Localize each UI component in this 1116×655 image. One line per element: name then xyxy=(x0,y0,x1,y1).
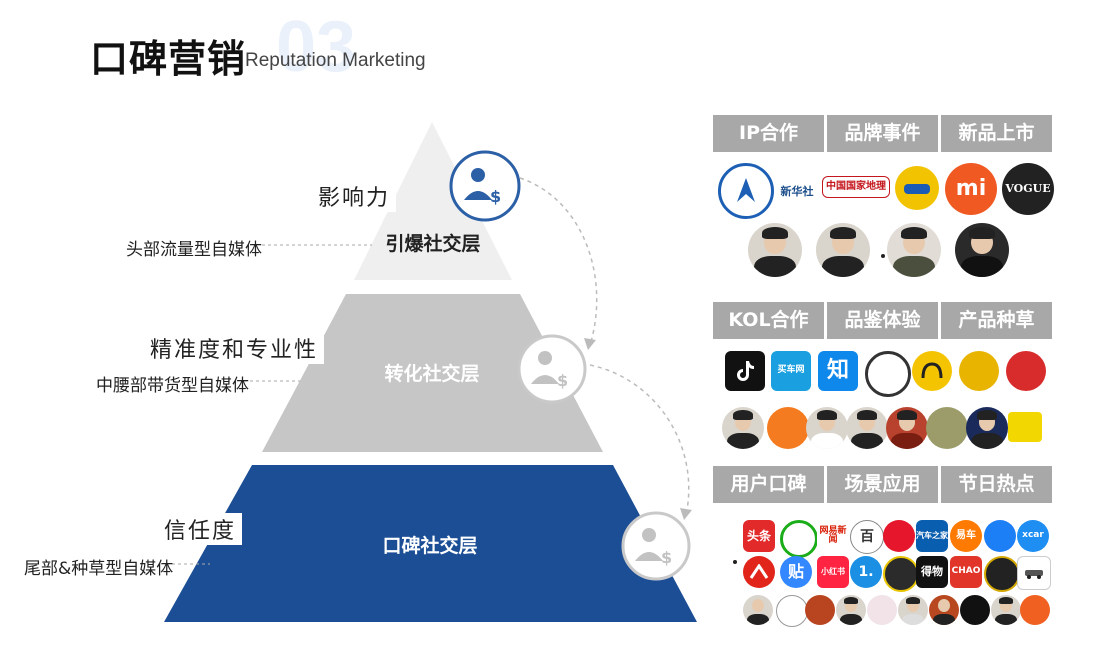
kol-avatar-5 xyxy=(722,407,764,449)
kol-avatar-4 xyxy=(955,223,1009,277)
weibo-logo xyxy=(883,520,915,552)
kol-avatar-6 xyxy=(767,407,809,449)
kol-avatar-8 xyxy=(846,407,888,449)
layer-name-middle: 转化社交层 xyxy=(384,362,479,385)
toutiao-logo: 头条 xyxy=(743,520,775,552)
yiche-logo: 易车 xyxy=(950,520,982,552)
red-arrow-logo xyxy=(743,556,775,588)
layer-name-bottom: 口碑社交层 xyxy=(382,534,477,557)
kol-avatar-11 xyxy=(966,407,1008,449)
autohome-logo: 汽车之家 xyxy=(916,520,948,552)
attribute-label-top: 影响力 xyxy=(312,180,397,212)
one-logo: 1. xyxy=(850,556,882,588)
header-brand-event: 品牌事件 xyxy=(827,115,938,152)
blue-round-logo xyxy=(984,520,1016,552)
gold-round-logo xyxy=(984,556,1020,592)
tencent-news-logo xyxy=(780,520,818,558)
dongchedi-logo xyxy=(912,351,952,391)
user-avatar-3 xyxy=(805,595,835,625)
user-avatar-5 xyxy=(867,595,897,625)
pyramid-layer-middle xyxy=(262,294,603,452)
kol-avatar-10 xyxy=(926,407,968,449)
chao-logo: CHAO xyxy=(950,556,982,588)
netease-news-logo: 网易新闻 xyxy=(817,520,849,552)
header-kol-cooperation: KOL合作 xyxy=(713,302,824,339)
header-product-seeding: 产品种草 xyxy=(941,302,1052,339)
attribute-label-bottom: 信任度 xyxy=(158,513,243,545)
header-ip-cooperation: IP合作 xyxy=(713,115,824,152)
kol-avatar-9 xyxy=(886,407,928,449)
header-user-reputation: 用户口碑 xyxy=(713,466,824,503)
vogue-logo: VOGUE xyxy=(1002,163,1054,215)
user-avatar-6 xyxy=(898,595,928,625)
maiche-logo: 买车网 xyxy=(771,351,811,391)
user-avatar-9 xyxy=(991,595,1021,625)
media-label-middle: 中腰部带货型自媒体 xyxy=(96,376,249,396)
kol-avatar-1 xyxy=(748,223,802,277)
header-holiday-hotspot: 节日热点 xyxy=(941,466,1052,503)
user-avatar-2 xyxy=(776,595,808,627)
separator-dot-2 xyxy=(733,560,737,564)
layer-name-top: 引爆社交层 xyxy=(385,232,480,255)
business-person-dollar-icon-top: $ xyxy=(449,150,521,222)
pyramid-layer-top xyxy=(354,122,512,280)
user-avatar-8 xyxy=(960,595,990,625)
separator-dot xyxy=(881,254,885,258)
kol-avatar-2 xyxy=(816,223,870,277)
kol-avatar-7 xyxy=(806,407,848,449)
svg-text:$: $ xyxy=(661,548,672,567)
national-geography-logo: 中国国家地理 xyxy=(822,176,890,198)
circle-media-logo xyxy=(865,351,911,397)
user-avatar-10 xyxy=(1020,595,1050,625)
page-title: 口碑营销 xyxy=(90,37,247,81)
svg-text:$: $ xyxy=(490,187,501,206)
blue-emblem-logo xyxy=(718,163,774,219)
header-tasting-experience: 品鉴体验 xyxy=(827,302,938,339)
baidu-logo: 百 xyxy=(850,520,884,554)
page-subtitle: Reputation Marketing xyxy=(245,50,426,71)
pyramid-layer-bottom xyxy=(164,465,697,622)
header-scene-application: 场景应用 xyxy=(827,466,938,503)
flow-arrow-2-head xyxy=(680,508,692,520)
media-label-top: 头部流量型自媒体 xyxy=(126,240,262,260)
business-person-dollar-icon-bottom: $ xyxy=(621,511,691,581)
tieba-logo: 贴 xyxy=(780,556,812,588)
flow-arrow-1 xyxy=(519,177,598,346)
user-avatar-7 xyxy=(929,595,959,625)
flow-arrow-2 xyxy=(589,364,690,516)
car-logo xyxy=(1017,556,1051,590)
kol-avatar-12 xyxy=(1008,412,1042,442)
header-new-product-launch: 新品上市 xyxy=(941,115,1052,152)
dark-yellow-logo xyxy=(883,556,919,592)
xcar-logo: xcar xyxy=(1017,520,1049,552)
xiaohongshu-logo: 小红书 xyxy=(817,556,849,588)
aijiyin-logo xyxy=(959,351,999,391)
kol-avatar-3 xyxy=(887,223,941,277)
tiktok-logo xyxy=(725,351,765,391)
zhihu-logo: 知 xyxy=(818,351,858,391)
cartoon-yellow-logo xyxy=(895,166,939,210)
xinhua-logo: 新华社 xyxy=(775,170,819,214)
user-avatar-1 xyxy=(743,595,773,625)
svg-text:$: $ xyxy=(557,371,568,390)
flow-arrow-1-head xyxy=(584,338,596,350)
media-label-bottom: 尾部&种草型自媒体 xyxy=(24,559,174,579)
mi-logo: mi xyxy=(945,163,997,215)
dewu-logo: 得物 xyxy=(916,556,948,588)
user-avatar-4 xyxy=(836,595,866,625)
attribute-label-middle: 精准度和专业性 xyxy=(144,332,325,364)
business-person-dollar-icon-middle: $ xyxy=(517,334,587,404)
red-media-logo xyxy=(1006,351,1046,391)
